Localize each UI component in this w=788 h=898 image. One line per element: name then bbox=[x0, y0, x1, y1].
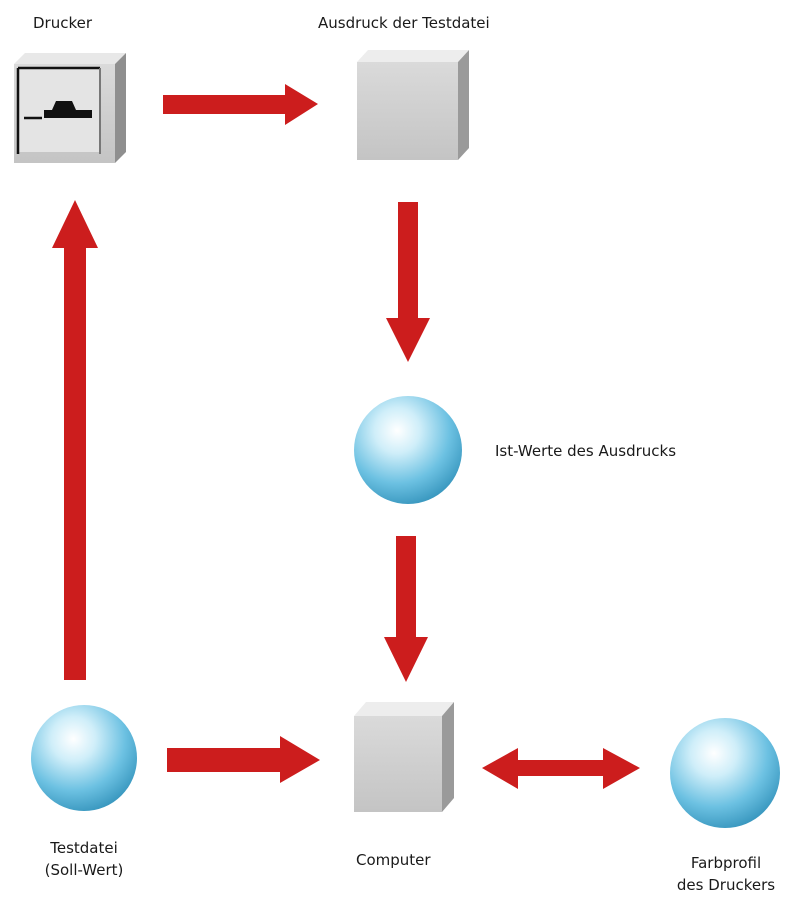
computer-box-icon bbox=[354, 702, 454, 812]
farbprofil-label-line1: Farbprofil bbox=[690, 854, 762, 872]
printout-box-icon bbox=[357, 50, 469, 160]
arrow-printer-to-printout bbox=[163, 84, 318, 125]
farbprofil-label: Farbprofil des Druckers bbox=[668, 852, 784, 896]
arrow-computer-farbprofil bbox=[482, 748, 640, 789]
drucker-label: Drucker bbox=[33, 14, 93, 32]
ist-werte-label: Ist-Werte des Ausdrucks bbox=[495, 442, 677, 460]
testdatei-sphere bbox=[31, 705, 137, 811]
farbprofil-label-line2: des Druckers bbox=[676, 876, 776, 894]
testdatei-label: Testdatei (Soll-Wert) bbox=[26, 837, 142, 881]
arrow-printout-to-ist-werte bbox=[386, 202, 430, 362]
testdatei-label-line1: Testdatei bbox=[50, 839, 118, 857]
testdatei-label-line2: (Soll-Wert) bbox=[44, 861, 124, 879]
arrow-ist-werte-to-computer bbox=[384, 536, 428, 682]
farbprofil-sphere bbox=[670, 718, 780, 828]
computer-label: Computer bbox=[356, 851, 431, 869]
ausdruck-label: Ausdruck der Testdatei bbox=[318, 14, 490, 32]
printer-icon bbox=[14, 53, 126, 163]
arrow-testdatei-to-printer bbox=[52, 200, 98, 680]
ist-werte-sphere bbox=[354, 396, 462, 504]
arrow-testdatei-to-computer bbox=[167, 736, 320, 783]
